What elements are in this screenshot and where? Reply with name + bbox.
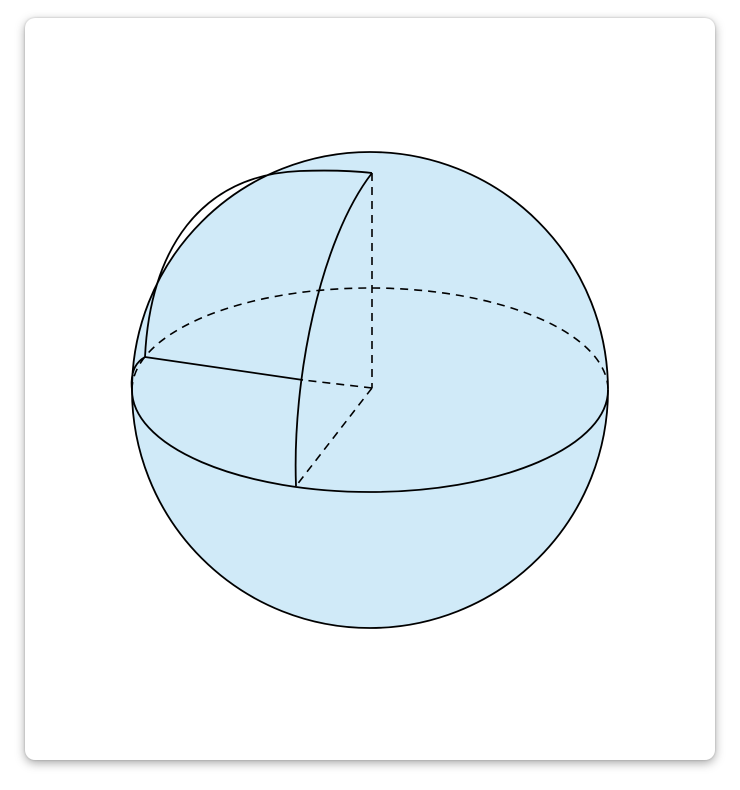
radius-to-left-visible <box>144 356 304 381</box>
meridian-arc <box>294 172 373 487</box>
equator-hidden-arc <box>131 287 609 391</box>
equator-notch <box>130 356 146 391</box>
figure-card <box>25 18 715 760</box>
upper-arc <box>144 169 373 358</box>
radius-to-front-hidden <box>295 387 373 487</box>
radius-to-left-hidden <box>302 379 373 389</box>
sphere-diagram <box>130 151 609 629</box>
equator-visible-arc <box>131 389 609 493</box>
